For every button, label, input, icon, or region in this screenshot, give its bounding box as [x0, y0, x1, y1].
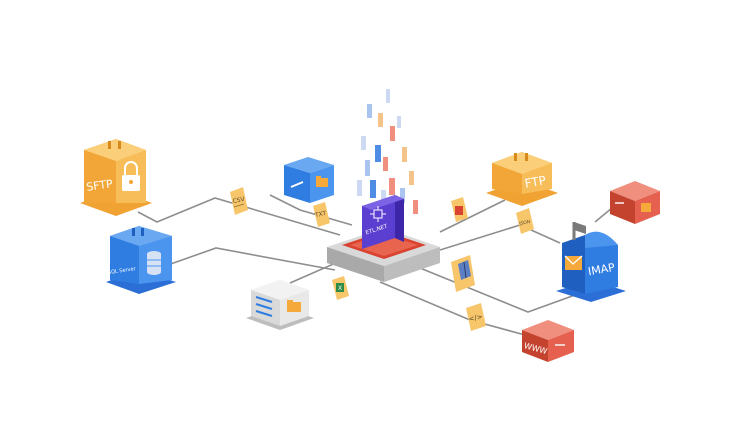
file-server-node[interactable]	[246, 280, 314, 330]
line-sftp-hub	[137, 197, 341, 236]
file-tag-zip	[451, 255, 475, 292]
exchange-node[interactable]	[610, 181, 660, 224]
svg-text:JSON: JSON	[518, 219, 531, 227]
folder-icon	[316, 176, 328, 187]
sql-server-label: SQL Server	[108, 266, 137, 276]
file-tag-pdf	[451, 197, 468, 222]
line-imap-bottom	[419, 267, 576, 313]
sql-server-node[interactable]: SQL Server	[106, 226, 176, 294]
data-particles	[357, 89, 418, 214]
svg-text:X: X	[338, 285, 342, 292]
line-fileserver-hub	[289, 261, 339, 284]
line-folderbox-hub	[269, 194, 353, 226]
ftp-node[interactable]: FTP	[486, 152, 558, 206]
line-ftp-hub	[439, 199, 506, 233]
lock-icon	[122, 161, 140, 191]
www-node[interactable]: WWW	[522, 320, 574, 362]
sftp-node[interactable]: SFTP	[80, 139, 152, 216]
svg-text:</>: </>	[468, 313, 484, 324]
line-exchange-imap	[594, 207, 613, 223]
line-imap-hub	[439, 224, 561, 251]
ftp-label: FTP	[524, 173, 547, 190]
svg-text:CSV: CSV	[232, 196, 246, 206]
folder-box-node[interactable]	[284, 157, 334, 203]
database-icon	[147, 251, 161, 275]
line-sqlserver-hub	[164, 247, 336, 271]
file-tag-txt: TXT	[313, 202, 330, 227]
etl-chip-icon: ETL.NET	[362, 195, 404, 249]
file-tag-excel: X	[332, 276, 349, 300]
etl-hub[interactable]: ETL.NET	[327, 195, 440, 282]
folder-icon	[287, 300, 301, 312]
line-www-hub	[379, 281, 526, 336]
svg-text:TXT: TXT	[313, 210, 327, 219]
exchange-icon	[615, 202, 651, 212]
imap-label: IMAP	[587, 261, 616, 279]
file-tag-json: JSON	[516, 208, 534, 234]
sftp-label: SFTP	[86, 177, 114, 194]
imap-node[interactable]: IMAP	[556, 222, 626, 302]
file-tag-html: </>	[466, 303, 486, 331]
file-tag-csv: CSV	[230, 187, 248, 215]
mailbox-icon	[564, 255, 583, 270]
